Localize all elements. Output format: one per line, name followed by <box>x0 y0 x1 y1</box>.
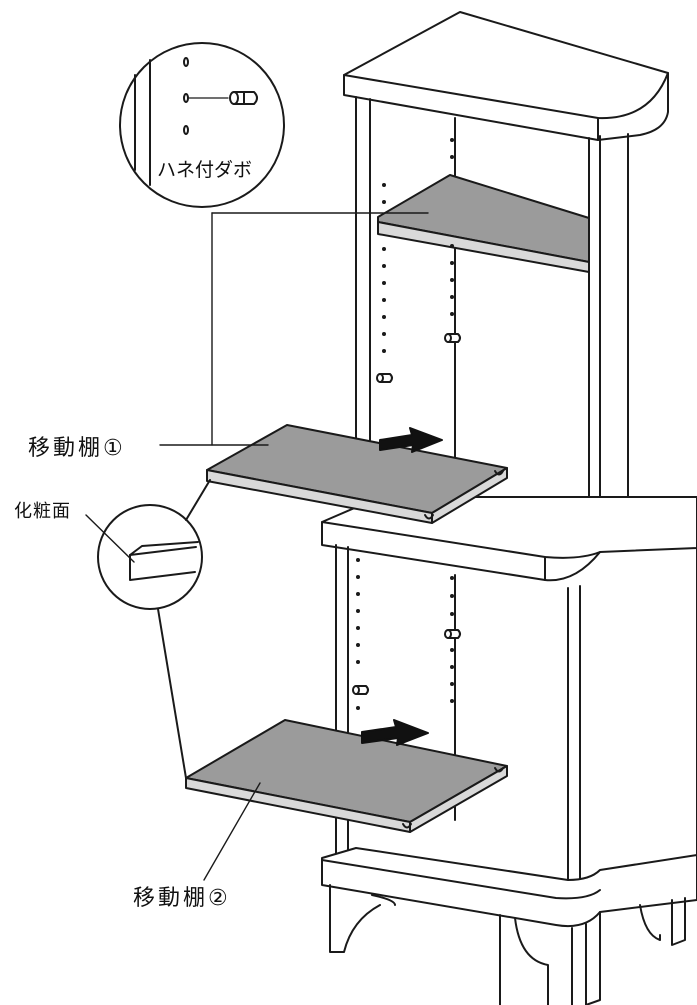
shelf-2-leader <box>203 782 261 881</box>
finished-face-label: 化粧面 <box>14 501 71 522</box>
movable-shelf-1 <box>206 424 508 524</box>
dowel-label: ハネ付ダボ <box>157 159 253 181</box>
lower-pin-holes <box>356 558 454 710</box>
dowel-detail-callout <box>119 42 429 446</box>
finished-face-callout <box>85 479 211 779</box>
dowel-icon <box>376 333 461 383</box>
movable-shelf-2 <box>185 719 508 833</box>
insert-arrow-icon <box>379 427 443 453</box>
upper-pin-holes <box>382 138 454 353</box>
dowel-icon <box>352 629 461 695</box>
shelf-2-label: 移動棚② <box>133 886 231 911</box>
shelf-1-label: 移動棚① <box>28 436 126 461</box>
insert-arrow-icon <box>361 719 429 746</box>
